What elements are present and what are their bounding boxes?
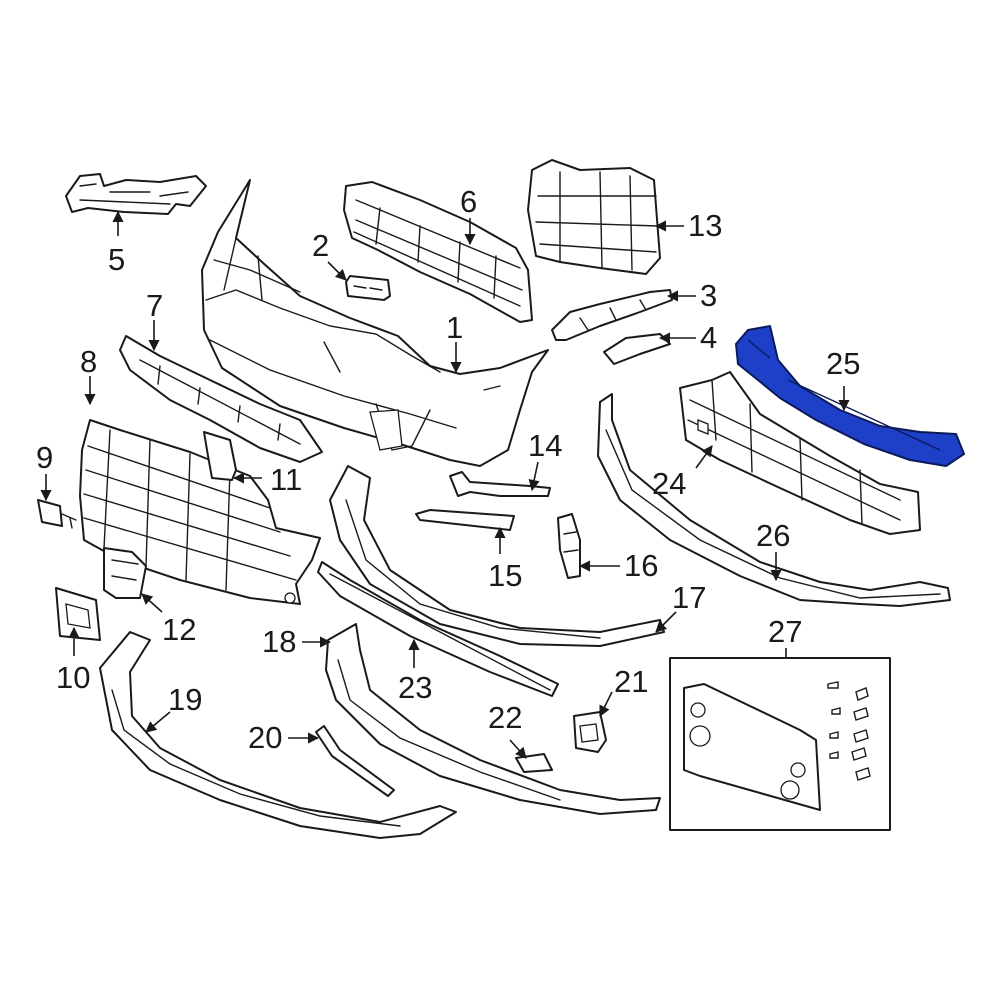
part-9-sensor[interactable] [37, 499, 77, 529]
callout-4: 4 [700, 320, 717, 355]
part-10-bezel[interactable] [55, 587, 101, 641]
callout-18: 18 [262, 624, 296, 659]
callout-1: 1 [446, 310, 463, 345]
part-16-bracket[interactable] [557, 513, 581, 579]
part-23-lip-strip[interactable] [317, 561, 559, 697]
part-12-bracket[interactable] [103, 547, 147, 599]
fastener-group [827, 681, 871, 781]
callout-11: 11 [270, 462, 302, 497]
part-20-bracket[interactable] [315, 725, 395, 797]
callout-16: 16 [624, 548, 658, 583]
callout-14: 14 [528, 428, 562, 463]
leader-lines [40, 210, 850, 759]
part-5-bracket[interactable] [65, 173, 207, 215]
callout-2: 2 [312, 228, 329, 263]
callout-6: 6 [460, 184, 477, 219]
callout-24: 24 [652, 466, 686, 501]
callout-3: 3 [700, 278, 717, 313]
callout-17: 17 [672, 580, 706, 615]
callout-25: 25 [826, 346, 860, 381]
callout-12: 12 [162, 612, 196, 647]
callout-7: 7 [146, 288, 163, 323]
part-11-bracket[interactable] [203, 431, 237, 481]
callout-26: 26 [756, 518, 790, 553]
callout-5: 5 [108, 242, 125, 277]
part-25-reinforcement-highlighted[interactable] [735, 325, 965, 467]
callout-27: 27 [768, 614, 802, 649]
callout-23: 23 [398, 670, 432, 705]
callout-22: 22 [488, 700, 522, 735]
callout-8: 8 [80, 344, 97, 379]
part-15-trim-strip[interactable] [415, 509, 515, 531]
callout-10: 10 [56, 660, 90, 695]
callout-15: 15 [488, 558, 522, 593]
part-18-lower-valance[interactable] [325, 623, 661, 815]
part-3-side-bracket[interactable] [551, 289, 673, 341]
callout-20: 20 [248, 720, 282, 755]
callout-labels: 1 2 3 4 5 6 7 8 9 10 11 12 13 14 15 16 1… [36, 184, 860, 755]
part-22-clip[interactable] [515, 753, 553, 773]
part-7-absorber-strip[interactable] [119, 335, 323, 463]
part-26-support-bar[interactable] [597, 393, 951, 607]
part-24-energy-absorber[interactable] [679, 371, 921, 535]
callout-13: 13 [688, 208, 722, 243]
part-6-grille-support[interactable] [343, 181, 533, 323]
part-1-bumper-cover[interactable] [201, 179, 549, 467]
callout-21: 21 [614, 664, 648, 699]
part-13-mounting-bracket[interactable] [527, 159, 661, 275]
part-19-lower-spoiler[interactable] [99, 631, 457, 839]
part-21-clip[interactable] [573, 711, 607, 753]
part-14-bracket[interactable] [449, 471, 551, 497]
callout-19: 19 [168, 682, 202, 717]
callout-9: 9 [36, 440, 53, 475]
part-27-license-kit[interactable] [669, 657, 891, 831]
part-2-clip[interactable] [345, 275, 391, 301]
part-4-small-bracket[interactable] [603, 333, 671, 365]
